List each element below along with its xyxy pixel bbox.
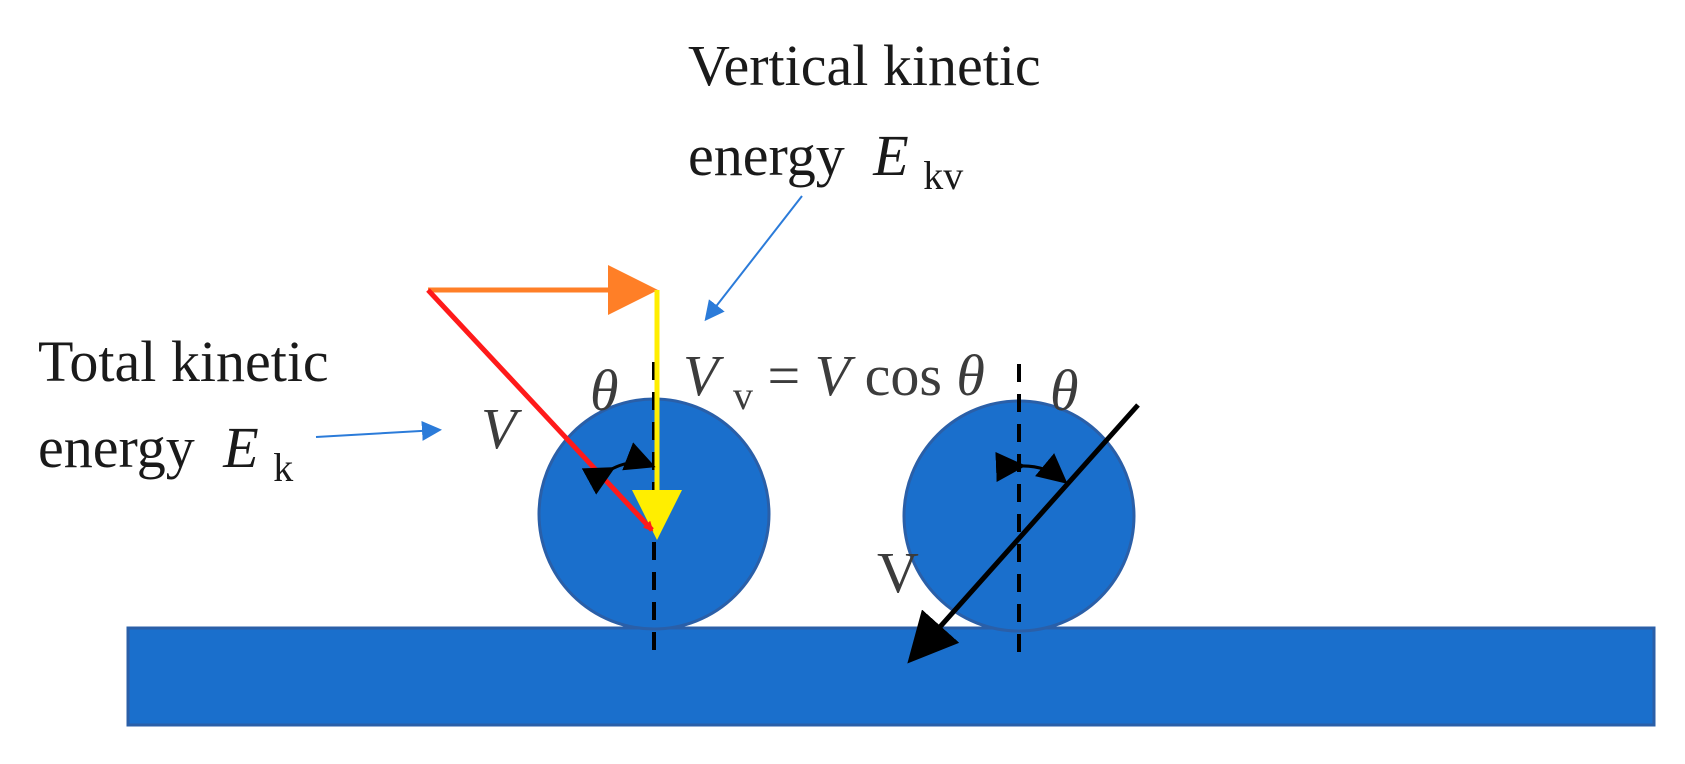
pointer-arrow-total-energy bbox=[315, 420, 442, 441]
velocity-label-left: V bbox=[481, 396, 523, 461]
vertical-energy-symbol: E bbox=[872, 123, 908, 188]
theta-label-right: θ bbox=[1050, 358, 1079, 423]
surface-plate bbox=[126, 626, 1656, 727]
velocity-label-right: V bbox=[877, 540, 919, 605]
total-energy-subscript: k bbox=[273, 445, 293, 490]
vertical-energy-label-line2: energy E kv bbox=[688, 123, 963, 198]
vertical-energy-subscript: kv bbox=[923, 153, 963, 198]
angle-arc-right bbox=[995, 451, 1068, 484]
formula-theta: θ bbox=[956, 343, 985, 408]
total-energy-label-line2: energy E k bbox=[38, 415, 293, 490]
formula-subscript: v bbox=[733, 373, 753, 418]
formula-cos: cos bbox=[865, 343, 942, 408]
pointer-arrow-vertical-energy bbox=[704, 195, 803, 322]
angle-arc-left bbox=[581, 442, 656, 495]
formula-V: V bbox=[683, 343, 725, 408]
vertical-velocity-formula: V v = V cos θ bbox=[683, 343, 985, 422]
total-energy-symbol: E bbox=[222, 415, 258, 480]
formula-V2: V bbox=[815, 343, 857, 408]
total-energy-word: energy bbox=[38, 415, 195, 480]
vertical-energy-word: energy bbox=[688, 123, 845, 188]
vertical-energy-label-line1: Vertical kinetic bbox=[688, 33, 1041, 98]
incidence-velocity-arrow bbox=[907, 403, 1140, 664]
formula-equals: = bbox=[767, 343, 800, 408]
total-energy-label-line1: Total kinetic bbox=[38, 329, 329, 394]
theta-label-left: θ bbox=[590, 358, 619, 423]
